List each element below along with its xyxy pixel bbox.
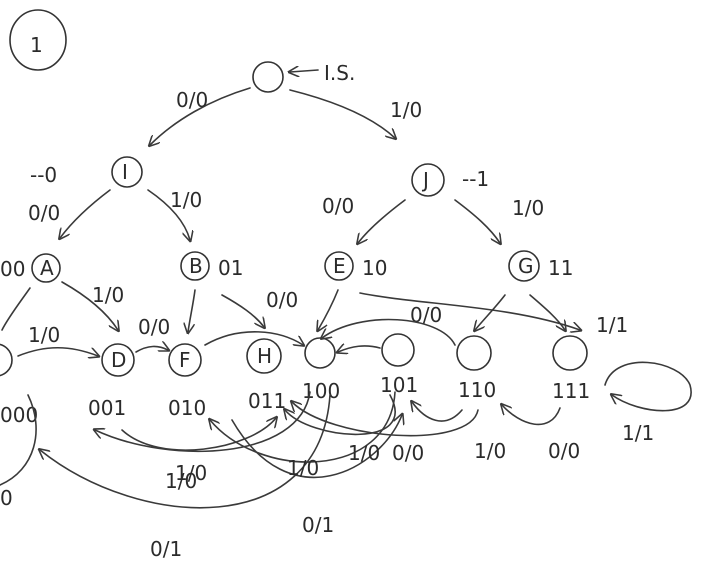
edge-A-to-D [61, 281, 118, 330]
initial-state-arrow [290, 70, 319, 72]
mid-label-6: 1/0 [474, 439, 506, 463]
edge-A-to-000 [1, 287, 31, 331]
edge-J-to-G [454, 199, 500, 243]
edge-B-to-F [188, 289, 196, 332]
self-loop-111 [604, 361, 692, 412]
edge-101-to-H-lower [285, 394, 396, 436]
state-G-code: 11 [548, 256, 573, 280]
edge-I-to-A [60, 189, 111, 238]
state-111-node [552, 335, 588, 371]
edge-F-to-100 [204, 331, 303, 345]
state-D-node [101, 343, 135, 377]
edge-I-to-A-label: 0/0 [28, 201, 60, 225]
edge-J-to-E [358, 199, 406, 243]
state-101-node [381, 333, 415, 367]
root-state-node [252, 61, 284, 93]
state-H-node [246, 338, 282, 374]
state-H-letter: H [257, 344, 272, 368]
state-E-code: 10 [362, 256, 387, 280]
state-G-letter: G [518, 254, 534, 278]
edge-J-to-G-label: 1/0 [512, 196, 544, 220]
edge-D-to-F [135, 346, 168, 353]
state-A-letter: A [40, 256, 54, 280]
state-B-code: 01 [218, 256, 243, 280]
state-B-node [180, 251, 210, 281]
state-D-letter: D [111, 348, 126, 372]
mid-label-2: 1/0 [165, 469, 197, 493]
edge-110-to-H-lower [292, 402, 479, 437]
edge-D-to-H-lower [121, 418, 276, 451]
state-101-code: 101 [380, 373, 418, 397]
edge-root-to-J [289, 89, 395, 138]
left-edge-label: 0 [0, 486, 13, 510]
state-F-code: 010 [168, 396, 206, 420]
mid-label-5: 0/0 [392, 441, 424, 465]
edge-A-to-D-label: 1/0 [92, 283, 124, 307]
mid-label-7: 0/0 [548, 439, 580, 463]
state-H-code: 011 [248, 389, 286, 413]
state-110-node [456, 335, 492, 371]
edge-111-to-110-lower [502, 405, 561, 426]
state-E-node [324, 251, 354, 281]
edge-I-to-B-label: 1/0 [170, 188, 202, 212]
page-number-circle [9, 9, 67, 71]
edge-I-to-B [147, 189, 190, 240]
edge-000-loop-left [0, 394, 37, 486]
state-F-letter: F [179, 348, 191, 372]
edge-G-to-110 [475, 294, 506, 330]
mid-label-3: 1/0 [287, 456, 319, 480]
state-000-code: 000 [0, 403, 38, 427]
initial-state-label: I.S. [324, 61, 355, 85]
edge-110-to-101-lower [412, 402, 463, 422]
edge-000-to-D-label: 1/0 [28, 323, 60, 347]
low-label-2: 0/1 [150, 537, 182, 561]
state-J-code: --1 [462, 167, 489, 191]
edge-100-to-D [95, 391, 311, 453]
mid-label-4: 1/0 [348, 441, 380, 465]
self-loop-top-label: 1/1 [596, 313, 628, 337]
state-A-code: 00 [0, 257, 25, 281]
state-J-letter: J [421, 168, 429, 192]
state-A-node [31, 253, 61, 283]
state-E-letter: E [333, 254, 346, 278]
edge-B-to-H-label: 0/0 [266, 288, 298, 312]
mid-label-1: 1/0 [175, 461, 207, 485]
edge-E-to-100 [318, 289, 339, 330]
state-111-code: 111 [552, 379, 590, 403]
state-100-node [304, 337, 336, 369]
edge-G-to-111 [529, 294, 565, 330]
state-D-code: 001 [88, 396, 126, 420]
state-I-letter: I [122, 160, 128, 184]
state-I-code: --0 [30, 163, 57, 187]
state-F-node [168, 343, 202, 377]
edge-J-to-E-label: 0/0 [322, 194, 354, 218]
edge-000-to-D [17, 346, 98, 356]
edge-D-to-F-label: 0/0 [138, 315, 170, 339]
page-number: 1 [30, 33, 43, 57]
edge-B-to-H [221, 294, 264, 327]
low-label-1: 0/1 [302, 513, 334, 537]
state-110-code: 110 [458, 378, 496, 402]
edge-root-to-J-label: 1/0 [390, 98, 422, 122]
state-I-node [111, 156, 143, 188]
edge-101-to-F [210, 391, 396, 463]
edge-E-to-111 [359, 292, 580, 330]
state-J-node [411, 163, 445, 197]
self-loop-bottom-label: 1/1 [622, 421, 654, 445]
edge-101-to-100 [338, 346, 381, 352]
state-000-node [0, 343, 13, 377]
edge-E-to-111-label: 0/0 [410, 303, 442, 327]
edge-root-to-I [150, 87, 251, 145]
state-B-letter: B [189, 254, 203, 278]
edge-110-to-101 [322, 318, 456, 346]
state-G-node [508, 250, 540, 282]
edge-100-to-000-lower [40, 394, 331, 509]
edge-root-to-I-label: 0/0 [176, 88, 208, 112]
